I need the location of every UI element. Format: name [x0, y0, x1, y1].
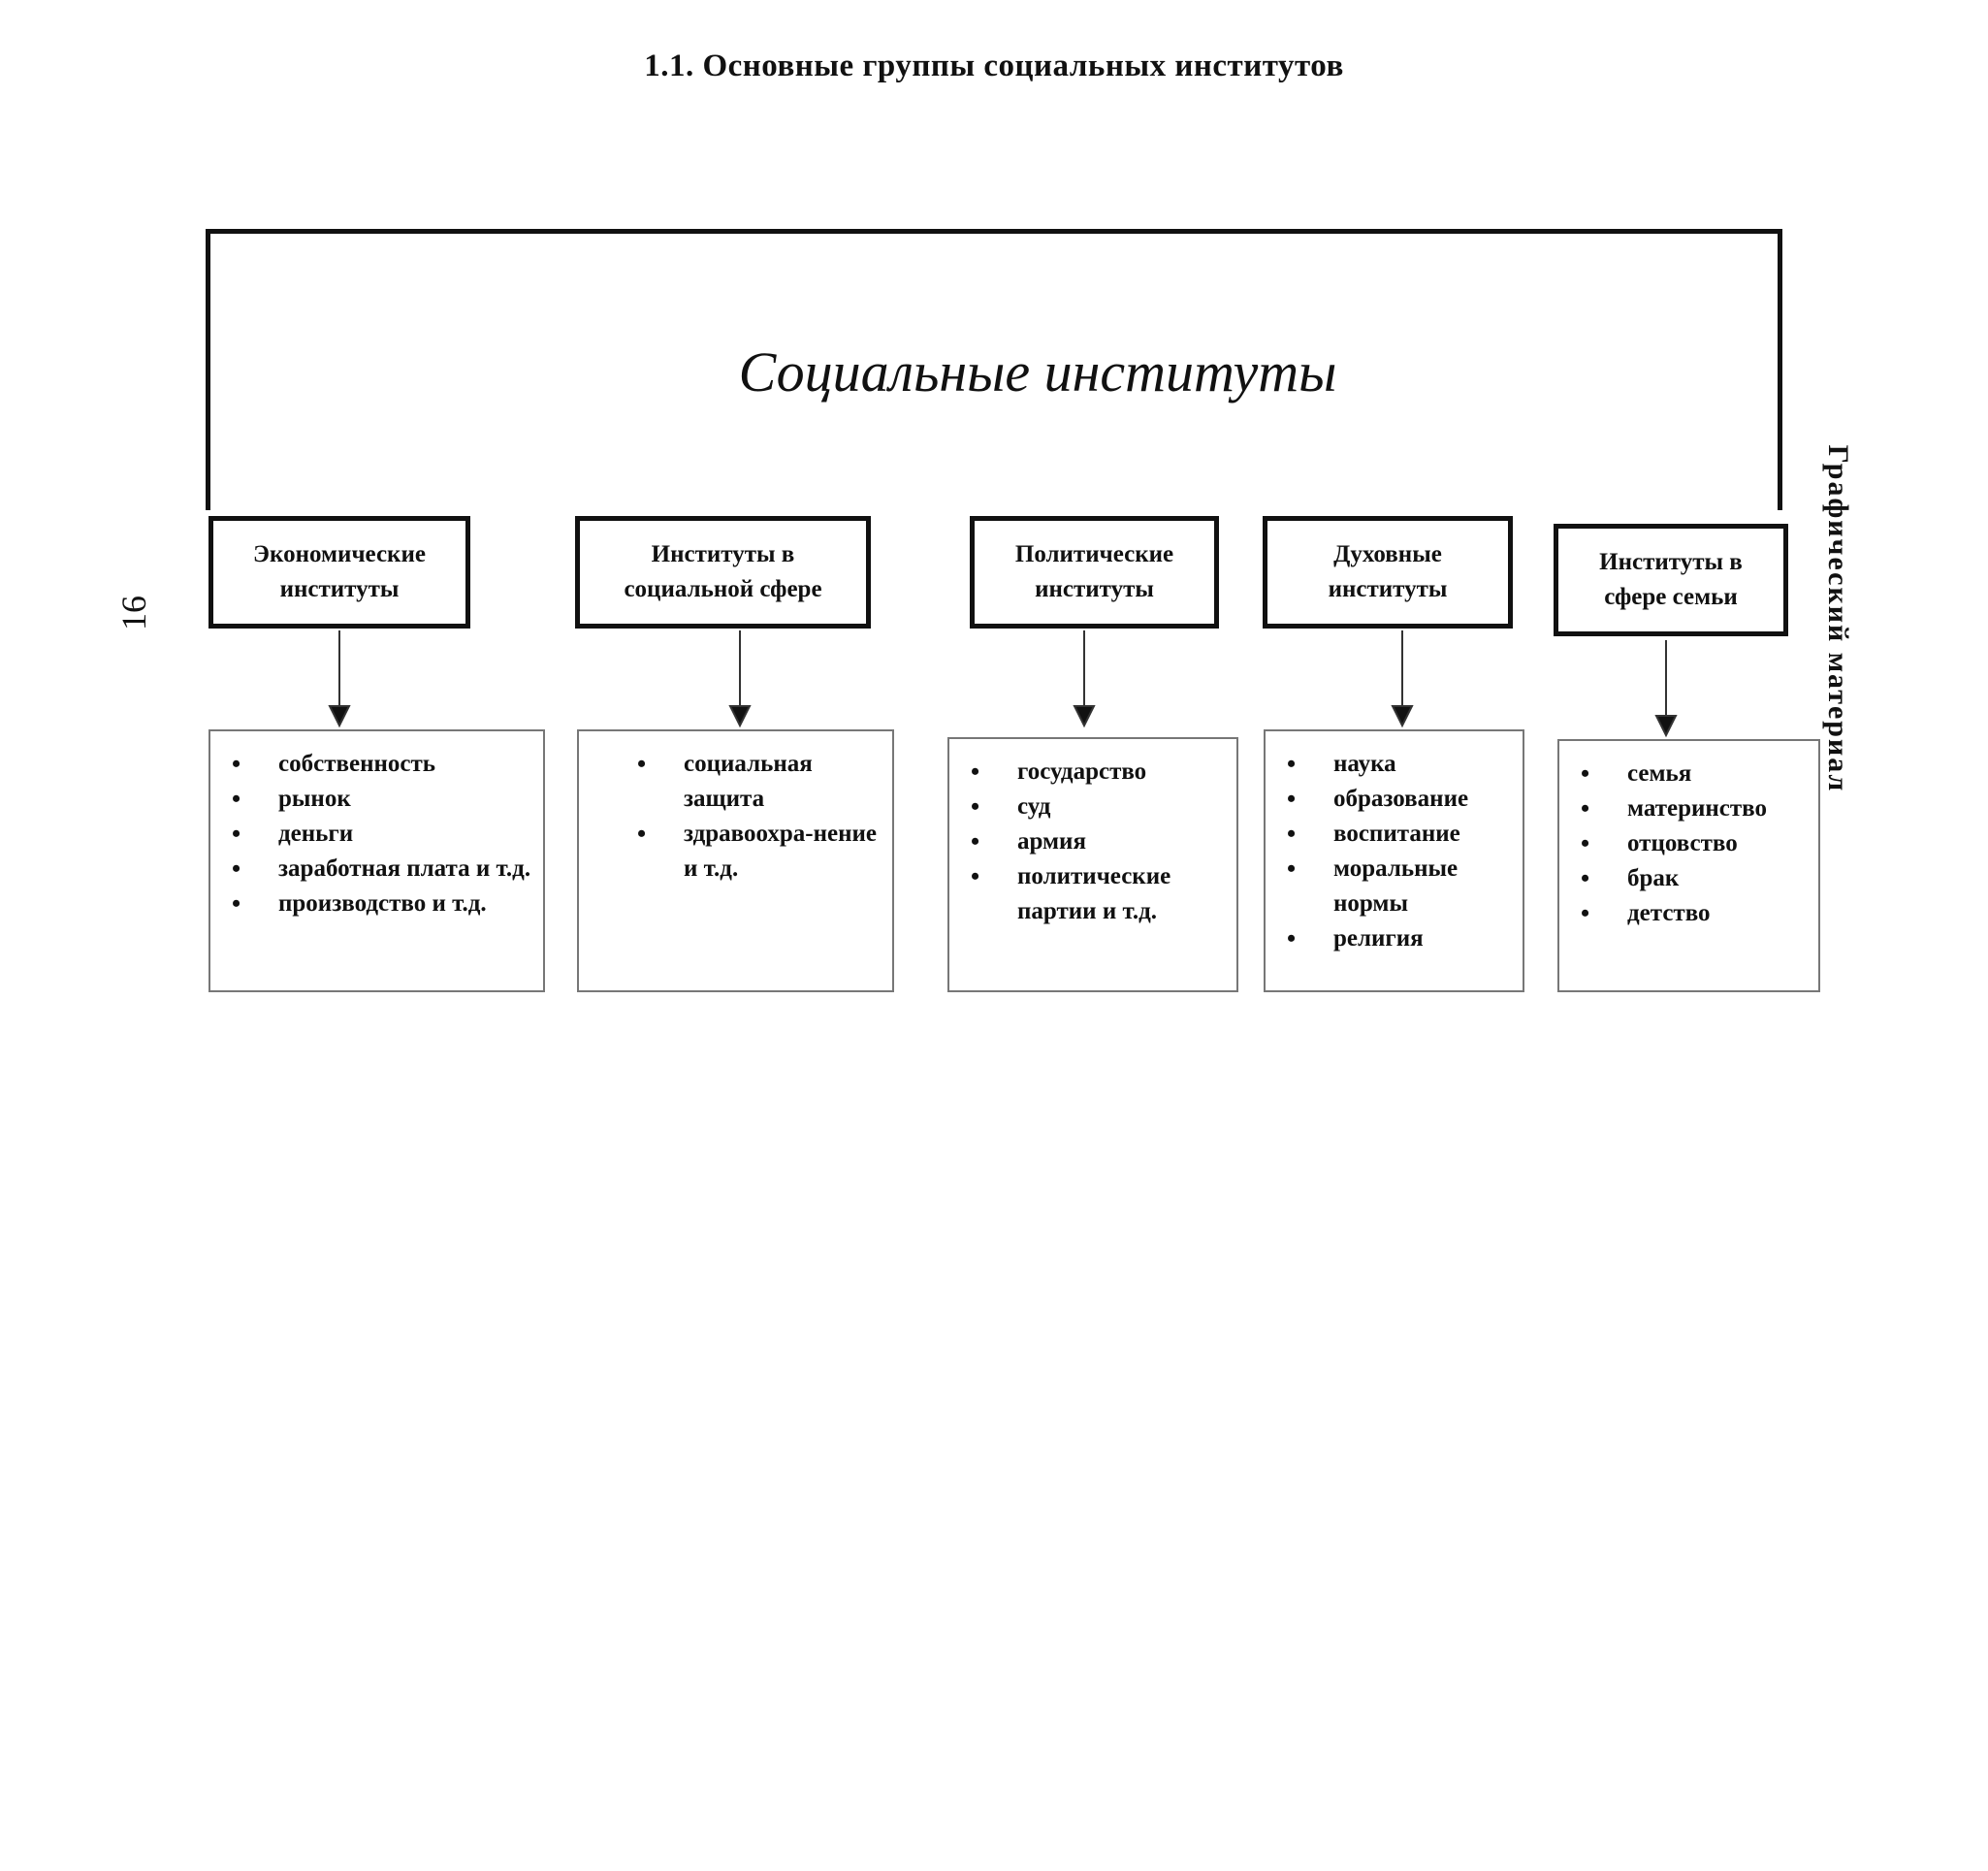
- list-item: наука: [1277, 747, 1511, 782]
- list-item: социальная защита: [627, 747, 881, 817]
- list-item: семья: [1571, 757, 1807, 791]
- item-list-box-economic: собственность рынок деньги заработная пл…: [208, 729, 545, 992]
- list-item: армия: [961, 824, 1225, 859]
- list-item: материнство: [1571, 791, 1807, 826]
- list-item: собственность: [222, 747, 531, 782]
- arrowhead-social: [728, 705, 752, 728]
- list-item: производство и т.д.: [222, 887, 531, 921]
- category-box-political: Политические институты: [970, 516, 1219, 629]
- list-item: брак: [1571, 861, 1807, 896]
- list-item: детство: [1571, 896, 1807, 931]
- category-box-spiritual: Духовные институты: [1263, 516, 1513, 629]
- list-item: политические партии и т.д.: [961, 859, 1225, 929]
- list-item: заработная плата и т.д.: [222, 852, 531, 887]
- list-item: рынок: [222, 782, 531, 817]
- item-list-box-social: социальная защита здравоохра-нение и т.д…: [577, 729, 894, 992]
- item-list-family: семья материнство отцовство брак детство: [1571, 757, 1807, 931]
- category-title-spiritual: Духовные институты: [1328, 541, 1448, 602]
- arrowhead-family: [1654, 715, 1678, 738]
- item-list-spiritual: наука образование воспитание моральные н…: [1277, 747, 1511, 956]
- item-list-social: социальная защита здравоохра-нение и т.д…: [627, 747, 881, 887]
- category-title-political: Политические институты: [1014, 541, 1174, 602]
- item-list-box-spiritual: наука образование воспитание моральные н…: [1264, 729, 1524, 992]
- list-item: воспитание: [1277, 817, 1511, 852]
- category-box-social: Институты в социальной сфере: [575, 516, 871, 629]
- root-node-box: [206, 229, 1782, 510]
- list-item: моральные нормы: [1277, 852, 1511, 921]
- list-item: государство: [961, 755, 1225, 790]
- list-item: здравоохра-нение и т.д.: [627, 817, 881, 887]
- list-item: образование: [1277, 782, 1511, 817]
- arrowhead-political: [1073, 705, 1096, 728]
- list-item: религия: [1277, 921, 1511, 956]
- category-title-social: Институты в социальной сфере: [624, 541, 822, 602]
- item-list-box-political: государство суд армия политические парти…: [947, 737, 1238, 992]
- list-item: отцовство: [1571, 826, 1807, 861]
- page-heading: 1.1. Основные группы социальных институт…: [644, 48, 1344, 83]
- category-box-economic: Экономические институты: [208, 516, 470, 629]
- category-title-economic: Экономические институты: [253, 541, 426, 602]
- item-list-box-family: семья материнство отцовство брак детство: [1557, 739, 1820, 992]
- root-node-title: Социальные институты: [738, 340, 1337, 403]
- category-box-family: Институты в сфере семьи: [1554, 524, 1788, 636]
- arrowhead-spiritual: [1391, 705, 1414, 728]
- arrowhead-economic: [328, 705, 351, 728]
- category-title-family: Институты в сфере семьи: [1599, 549, 1743, 610]
- item-list-political: государство суд армия политические парти…: [961, 755, 1225, 929]
- item-list-economic: собственность рынок деньги заработная пл…: [222, 747, 531, 921]
- list-item: деньги: [222, 817, 531, 852]
- list-item: суд: [961, 790, 1225, 824]
